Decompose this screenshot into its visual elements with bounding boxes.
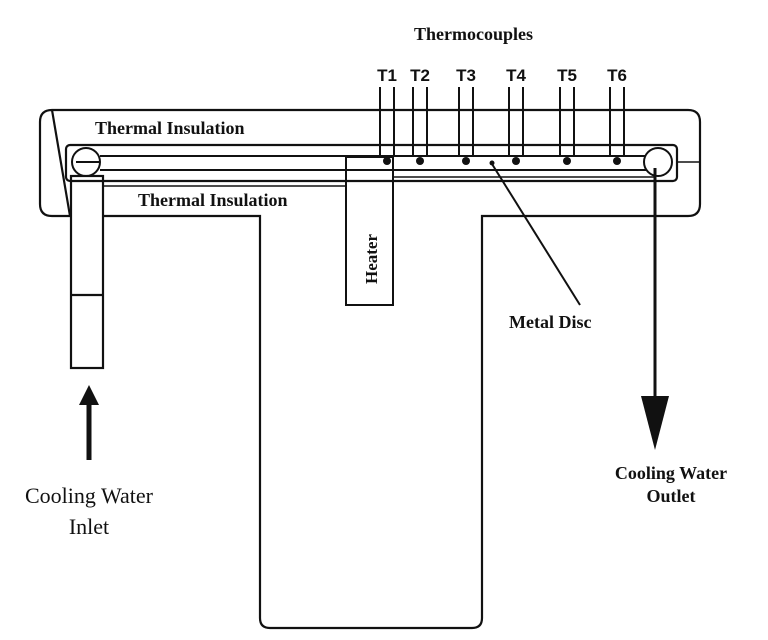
- thermocouple-label: T6: [607, 66, 627, 85]
- outer-insulation-housing: [38, 108, 702, 630]
- heater: [345, 156, 394, 306]
- thermocouple-junction: [563, 157, 571, 165]
- thermocouple-junction: [416, 157, 424, 165]
- thermocouple-t6: T6: [607, 66, 627, 165]
- inlet-pipe: [69, 174, 105, 370]
- heater-label: Heater: [362, 234, 381, 284]
- thermocouple-t1: T1: [377, 66, 397, 165]
- thermocouple-t2: T2: [410, 66, 430, 165]
- metal-disc-label: Metal Disc: [509, 312, 591, 332]
- thermocouple-junction: [512, 157, 520, 165]
- thermocouple-label: T1: [377, 66, 397, 85]
- cooling-water-inlet-label-line1: Cooling Water: [25, 483, 154, 508]
- inner-channel: [64, 143, 679, 183]
- thermocouple-t5: T5: [557, 66, 577, 165]
- cooling-water-outlet-label-line1: Cooling Water: [615, 463, 727, 483]
- outlet-arrow-icon: [641, 168, 669, 450]
- metal-disc-leader-dot: [489, 160, 495, 166]
- thermocouple-label: T5: [557, 66, 577, 85]
- thermocouple-junction: [613, 157, 621, 165]
- thermocouple-t3: T3: [456, 66, 476, 165]
- thermocouple-label: T3: [456, 66, 476, 85]
- metal-disc-leader-line: [491, 163, 581, 306]
- thermocouple-label: T2: [410, 66, 430, 85]
- thermocouple-t4: T4: [506, 66, 526, 165]
- cooling-water-outlet-label-line2: Outlet: [647, 486, 696, 506]
- thermocouple-group: T1 T2 T3 T4 T5 T6: [377, 66, 627, 165]
- inlet-arrow-icon: [79, 385, 99, 460]
- thermocouple-label: T4: [506, 66, 526, 85]
- thermocouple-junction: [462, 157, 470, 165]
- cooling-water-inlet-label-line2: Inlet: [69, 514, 109, 539]
- thermal-insulation-top-label: Thermal Insulation: [95, 118, 245, 138]
- thermal-insulation-bottom-label: Thermal Insulation: [138, 190, 288, 210]
- thermocouples-title: Thermocouples: [414, 24, 533, 44]
- outlet-pipe-circle: [643, 147, 673, 177]
- thermocouple-junction: [383, 157, 391, 165]
